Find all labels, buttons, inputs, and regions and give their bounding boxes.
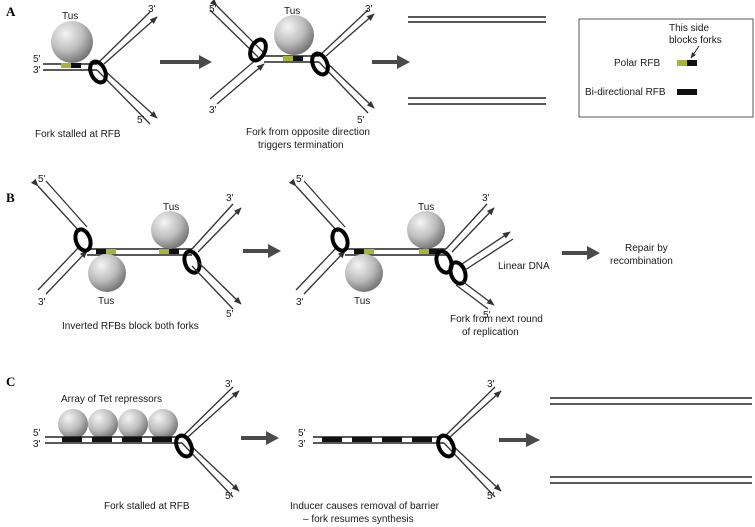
panel-c-daughter-duplexes bbox=[550, 397, 752, 484]
tet-repressor-icon bbox=[118, 409, 148, 439]
end-label: 5' bbox=[38, 174, 46, 185]
end-label: 5' bbox=[357, 115, 365, 126]
end-label: 5' bbox=[487, 491, 495, 502]
end-label: 5' bbox=[298, 428, 306, 439]
panel-b-label: B bbox=[6, 190, 15, 205]
caption: of replication bbox=[462, 327, 519, 338]
end-label: 5' bbox=[33, 428, 41, 439]
polar-rfb-black bbox=[71, 63, 81, 68]
replisome-ring-icon bbox=[436, 433, 456, 459]
end-label: 3' bbox=[365, 4, 373, 15]
replisome-ring-icon bbox=[434, 249, 454, 275]
end-label: 3' bbox=[33, 439, 41, 450]
end-label: 3' bbox=[296, 297, 304, 308]
panel-b-fork-pair-2 bbox=[288, 178, 514, 310]
end-label: 3' bbox=[298, 439, 306, 450]
end-label: 5' bbox=[33, 54, 41, 65]
tus-protein-icon bbox=[407, 211, 445, 249]
caption: Inducer causes removal of barrier bbox=[290, 501, 440, 512]
replisome-ring-icon bbox=[330, 227, 350, 253]
panel-a-daughter-duplexes bbox=[408, 16, 546, 105]
replisome-ring-icon bbox=[182, 249, 202, 275]
end-label: 5' bbox=[225, 491, 233, 502]
replisome-ring-icon bbox=[73, 227, 93, 253]
tus-label: Tus bbox=[418, 202, 434, 213]
panel-c-fork-2 bbox=[313, 386, 502, 498]
array-label: Array of Tet repressors bbox=[61, 394, 162, 405]
legend-polar-swatch bbox=[687, 60, 697, 66]
tus-label: Tus bbox=[284, 6, 300, 17]
replisome-ring-icon bbox=[248, 37, 268, 63]
tet-repressor-icon bbox=[148, 409, 178, 439]
tus-protein-icon bbox=[151, 211, 189, 249]
caption: Fork stalled at RFB bbox=[35, 129, 121, 140]
end-label: 5' bbox=[137, 115, 145, 126]
tus-protein-icon bbox=[51, 21, 93, 63]
panel-c-fork-1 bbox=[45, 386, 240, 498]
end-label: 3' bbox=[38, 297, 46, 308]
tus-label: Tus bbox=[354, 296, 370, 307]
caption: Fork from next round bbox=[450, 314, 543, 325]
tus-protein-icon bbox=[88, 254, 126, 292]
panel-c-label: C bbox=[6, 374, 15, 389]
replisome-ring-icon bbox=[310, 51, 330, 77]
tus-protein-icon bbox=[274, 15, 314, 55]
repair-label: Repair by bbox=[625, 243, 668, 254]
caption: – fork resumes synthesis bbox=[303, 514, 414, 525]
end-label: 3' bbox=[33, 65, 41, 76]
panel-a-label: A bbox=[6, 4, 16, 19]
tet-repressor-icon bbox=[58, 409, 88, 439]
end-label: 3' bbox=[209, 105, 217, 116]
end-label: 3' bbox=[487, 379, 495, 390]
tus-label: Tus bbox=[62, 11, 78, 22]
end-label: 5' bbox=[226, 309, 234, 320]
end-label: 5' bbox=[296, 174, 304, 185]
tet-repressor-icon bbox=[88, 409, 118, 439]
panel-a-fork-1 bbox=[43, 11, 158, 125]
caption: triggers termination bbox=[258, 140, 344, 151]
replisome-ring-icon bbox=[88, 59, 108, 85]
tus-label: Tus bbox=[98, 296, 114, 307]
linear-dna-label: Linear DNA bbox=[498, 261, 550, 272]
replisome-ring-icon bbox=[174, 433, 194, 459]
legend-bidirectional-swatch bbox=[677, 89, 697, 95]
legend-bidirectional-label: Bi-directional RFB bbox=[585, 87, 666, 98]
caption: Fork stalled at RFB bbox=[104, 501, 190, 512]
panel-b-fork-pair-1 bbox=[30, 178, 242, 310]
repair-label: recombination bbox=[610, 256, 673, 267]
end-label: 3' bbox=[226, 193, 234, 204]
caption: Inverted RFBs block both forks bbox=[62, 321, 199, 332]
tus-protein-icon bbox=[345, 254, 383, 292]
legend-header: This side bbox=[669, 23, 709, 34]
end-label: 3' bbox=[482, 193, 490, 204]
legend-header: blocks forks bbox=[669, 35, 722, 46]
caption: Fork from opposite direction bbox=[246, 127, 370, 138]
end-label: 3' bbox=[148, 4, 156, 15]
tus-label: Tus bbox=[163, 202, 179, 213]
polar-rfb-green bbox=[61, 63, 71, 68]
legend-box: This side blocks forks Polar RFB Bi-dire… bbox=[578, 18, 754, 118]
end-label: 5' bbox=[209, 4, 217, 15]
replisome-ring-icon bbox=[448, 260, 468, 286]
end-label: 5' bbox=[483, 310, 491, 321]
legend-polar-swatch bbox=[677, 60, 687, 66]
end-label: 3' bbox=[225, 379, 233, 390]
panel-a-fork-2 bbox=[209, 0, 375, 114]
legend-polar-label: Polar RFB bbox=[614, 58, 660, 69]
